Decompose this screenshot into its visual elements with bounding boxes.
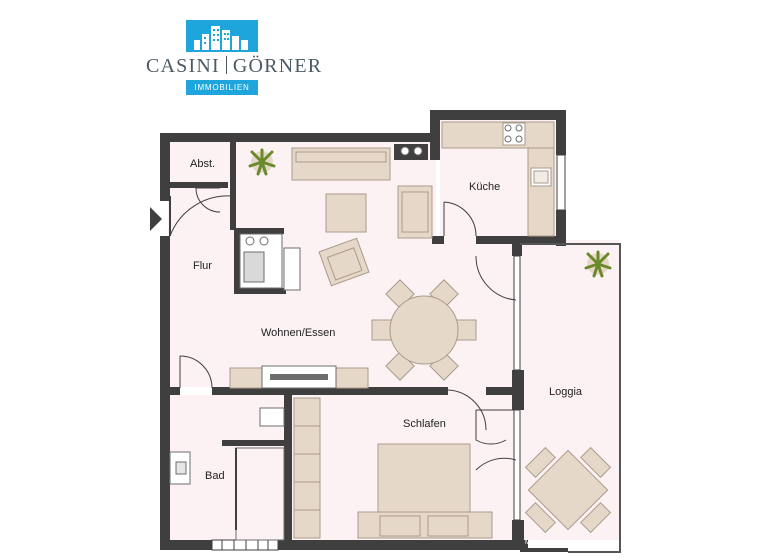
wall-abst-right: [230, 142, 236, 190]
door-kueche-swing: [443, 201, 477, 237]
wall-loggia-mid: [512, 370, 524, 410]
toilet: [259, 407, 285, 427]
bed-frame-bottom: [357, 511, 493, 539]
plan-credit: McGrundriss: [525, 540, 560, 546]
armchair-left: [318, 237, 370, 287]
kitchen-counter-right: [527, 147, 555, 237]
brand-name-right: GÖRNER: [232, 55, 323, 77]
kitchen-furniture: [441, 121, 555, 237]
wall-mid-right: [486, 387, 516, 395]
fireplace-seat: [283, 247, 301, 291]
brand-subtitle: IMMOBILIEN: [186, 80, 258, 95]
door-loggia-swing-1: [475, 255, 517, 301]
wall-left-top: [160, 133, 170, 201]
wall-bottom-right: [278, 540, 528, 550]
door-loggia-swing-2: [475, 409, 516, 445]
stove: [502, 122, 526, 146]
door-entry-swing: [169, 195, 233, 237]
plant-icon: [584, 250, 612, 278]
doors: [169, 187, 517, 471]
room-label-kueche: Küche: [469, 181, 501, 193]
room-label-abst: Abst.: [190, 158, 216, 170]
wall-chimney-bottom: [234, 288, 286, 294]
wall-top-kitchen: [430, 110, 566, 120]
bedroom-furniture: [293, 397, 493, 539]
window-loggia-door-top: [513, 255, 521, 371]
wall-kitchen-right-top: [556, 110, 566, 155]
wall-chimney-top: [234, 228, 284, 234]
wall-mid: [212, 387, 448, 395]
window-kueche: [556, 154, 566, 211]
brand-separator: [225, 56, 227, 74]
bathroom-fixtures: [169, 407, 285, 541]
speaker-shelf: [394, 144, 428, 160]
entry-arrow-icon: [150, 207, 162, 231]
door-bad-swing: [179, 355, 213, 389]
wall-loggia-top-stub: [512, 236, 522, 256]
wardrobe: [293, 397, 321, 539]
wall-kitchen-right-bottom: [556, 210, 566, 246]
logo-buildings-icon: [186, 20, 258, 52]
loggia-table: [527, 449, 609, 531]
door-loggia-swing-3: [475, 457, 517, 471]
wall-loggia-bottom: [512, 520, 524, 550]
wall-loggia-bottom-strip: [520, 548, 568, 552]
loggia-dining-set: [524, 446, 612, 534]
room-label-wohnen-essen: Wohnen/Essen: [261, 327, 336, 339]
plant-icon: [248, 148, 276, 176]
wall-left-bottom: [160, 236, 170, 550]
room-label-loggia: Loggia: [549, 386, 583, 398]
wall-flur-right: [230, 190, 236, 230]
wall-bad-right: [284, 395, 292, 540]
wall-chimney-left: [234, 228, 240, 294]
wall-bad-inner: [222, 440, 286, 446]
brand-name: CASINI GÖRNER: [146, 55, 321, 78]
window-loggia-door-bottom: [513, 409, 521, 521]
wall-mid-left: [170, 387, 180, 395]
walls: [160, 110, 568, 552]
wall-abst-bottom: [170, 182, 228, 188]
dining-table: [389, 295, 459, 365]
room-label-flur: Flur: [193, 260, 212, 272]
living-furniture: [229, 144, 433, 389]
wall-bottom-left: [160, 540, 212, 550]
wall-kitchen-bottom-stub: [432, 236, 444, 244]
door-schlafen-swing: [447, 389, 487, 431]
coffee-table: [325, 193, 367, 233]
room-label-schlafen: Schlafen: [403, 418, 446, 430]
dining-set: [371, 279, 477, 381]
room-label-bad: Bad: [205, 470, 225, 482]
brand-name-left: CASINI: [146, 55, 220, 77]
double-bed: [377, 443, 471, 523]
wall-top-left: [160, 133, 432, 142]
kitchen-counter-top: [441, 121, 555, 149]
door-abst-swing: [195, 187, 221, 213]
wall-kitchen-left: [430, 110, 440, 160]
loggia-railing: [520, 243, 621, 553]
